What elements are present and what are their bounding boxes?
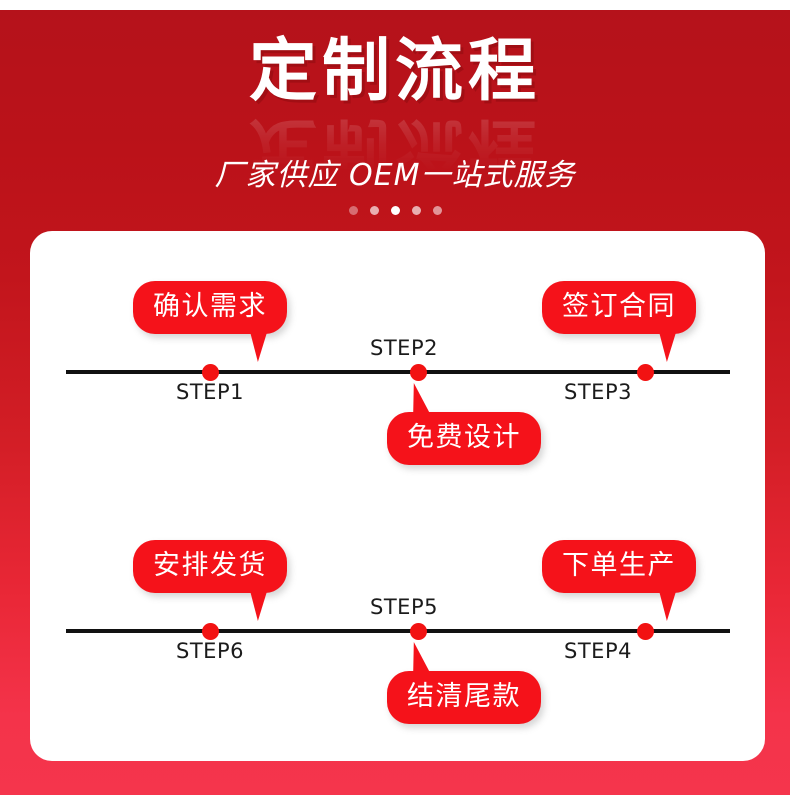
timeline-node-step4[interactable] <box>637 623 654 640</box>
step-label-step6: STEP6 <box>176 639 244 663</box>
bubble-tail-step3 <box>654 332 677 362</box>
step-label-step2: STEP2 <box>370 336 438 360</box>
bubble-tail-step4 <box>654 591 677 621</box>
bubble-step3[interactable]: 签订合同 <box>542 281 696 362</box>
bubble-text-step3: 签订合同 <box>562 291 676 323</box>
bubble-text-step6: 安排发货 <box>153 550 267 582</box>
timeline-node-step6[interactable] <box>202 623 219 640</box>
carousel-dots[interactable] <box>0 206 790 215</box>
bubble-step1[interactable]: 确认需求 <box>133 281 287 362</box>
step-label-step5: STEP5 <box>370 595 438 619</box>
bubble-tail-step6 <box>245 591 268 621</box>
page-title: 定制流程 <box>248 32 541 111</box>
bubble-step4[interactable]: 下单生产 <box>542 540 696 621</box>
bubble-step6[interactable]: 安排发货 <box>133 540 287 621</box>
timeline-node-step5[interactable] <box>410 623 427 640</box>
carousel-dot-5[interactable] <box>432 206 442 215</box>
bubble-step5[interactable]: 结清尾款 <box>387 642 541 724</box>
bubble-text-step5: 结清尾款 <box>407 681 521 712</box>
carousel-dot-1[interactable] <box>348 206 358 215</box>
bubble-text-step1: 确认需求 <box>153 291 267 323</box>
timeline-node-step2[interactable] <box>410 364 427 381</box>
step-label-step1: STEP1 <box>176 380 244 404</box>
timeline-node-step1[interactable] <box>202 364 219 381</box>
step-label-step4: STEP4 <box>564 639 632 663</box>
title-block: 定制流程 定制流程 <box>0 10 790 189</box>
bubble-tail-step2 <box>408 383 431 414</box>
banner-header: 定制流程 定制流程 厂家供应 OEM一站式服务 <box>0 10 790 225</box>
page-subtitle: 厂家供应 OEM一站式服务 <box>214 158 576 193</box>
bubble-tail-step1 <box>245 332 268 362</box>
carousel-dot-2[interactable] <box>369 206 379 215</box>
bubble-text-step4: 下单生产 <box>562 550 676 582</box>
bubble-step2[interactable]: 免费设计 <box>387 383 541 465</box>
step-label-step3: STEP3 <box>564 380 632 404</box>
timeline-node-step3[interactable] <box>637 364 654 381</box>
timeline-axis-1 <box>66 370 730 374</box>
carousel-dot-4[interactable] <box>411 206 421 215</box>
timeline-axis-2 <box>66 629 730 633</box>
carousel-dot-3-active[interactable] <box>390 206 400 215</box>
bubble-text-step2: 免费设计 <box>407 422 521 453</box>
bubble-tail-step5 <box>408 642 431 673</box>
process-card: STEP1 确认需求 STEP2 免费设计 STEP3 签订合同 <box>30 231 765 761</box>
